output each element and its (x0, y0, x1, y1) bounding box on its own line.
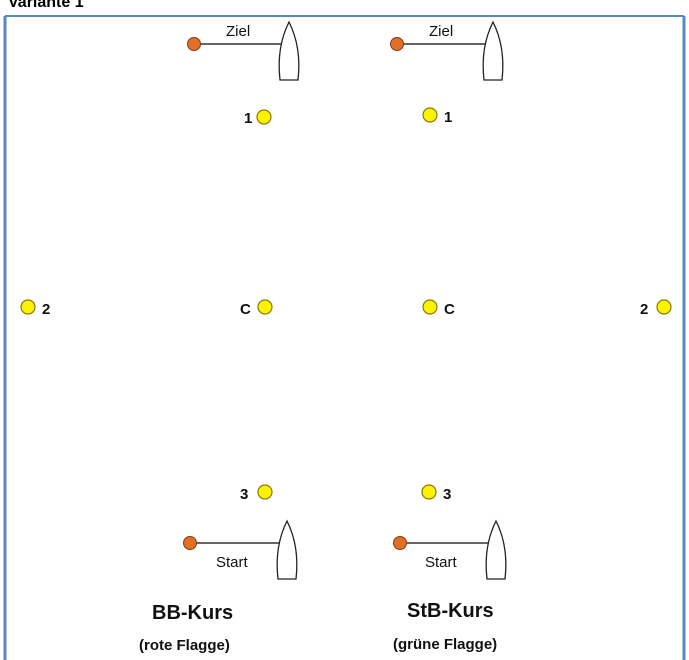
stb-finish-label: Ziel (429, 23, 453, 40)
stb-mark-2: 2 (640, 299, 672, 318)
stb-mark-3-label: 3 (443, 486, 451, 503)
bb-finish-label: Ziel (226, 23, 250, 40)
bb-start-pin (183, 536, 197, 550)
stb-finish-pin (390, 37, 404, 51)
stb-start-line: Start (393, 519, 507, 580)
bb-start-boat (276, 519, 298, 580)
bb-mark-3-label: 3 (240, 486, 248, 503)
bb-mark-c: C (240, 299, 273, 318)
bb-mark-1-label: 1 (244, 110, 252, 127)
bb-start-line: Start (183, 519, 298, 580)
bb-course-subtitle: (rote Flagge) (139, 637, 230, 654)
stb-finish-boat (482, 20, 504, 81)
stb-course-title: StB-Kurs (407, 600, 494, 622)
stb-mark-1: 1 (422, 107, 452, 126)
bb-mark-2: 2 (20, 299, 50, 318)
stb-mark-2-label: 2 (640, 301, 648, 318)
diagram-heading: Variante 1 (8, 0, 84, 11)
bb-mark-3: 3 (240, 484, 273, 503)
stb-start-boat (485, 519, 507, 580)
bb-finish-line: Ziel (187, 20, 300, 81)
bb-finish-pin (187, 37, 201, 51)
stb-mark-1-label: 1 (444, 109, 452, 126)
stb-mark-3: 3 (421, 484, 451, 503)
bb-course-title: BB-Kurs (152, 602, 233, 624)
stb-mark-c: C (422, 299, 455, 318)
bb-mark-2-label: 2 (42, 301, 50, 318)
stb-mark-c-label: C (444, 301, 455, 318)
bb-mark-1: 1 (244, 109, 272, 127)
stb-start-label: Start (425, 554, 458, 571)
stb-course-subtitle: (grüne Flagge) (393, 636, 497, 653)
bb-start-label: Start (216, 554, 249, 571)
stb-finish-line: Ziel (390, 20, 504, 81)
stb-start-pin (393, 536, 407, 550)
bb-mark-c-label: C (240, 301, 251, 318)
bb-finish-boat (278, 20, 300, 81)
